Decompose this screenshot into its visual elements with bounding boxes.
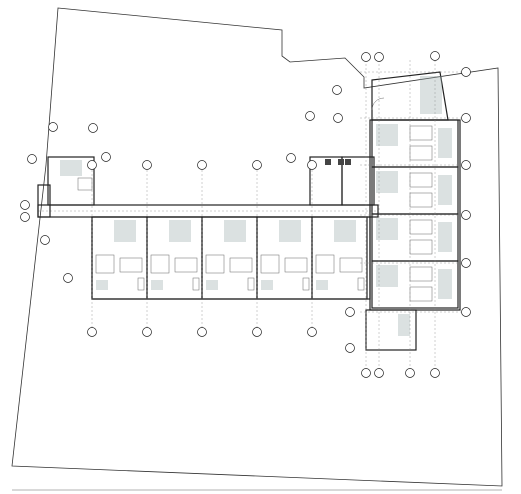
south-room-bed bbox=[284, 257, 308, 273]
south-room-closet bbox=[302, 277, 310, 291]
grid-bubble-right bbox=[461, 160, 471, 170]
grid-bubble bbox=[20, 212, 30, 222]
grid-bubble-bottom bbox=[142, 327, 152, 337]
south-room-closet bbox=[137, 277, 145, 291]
north-room-right bbox=[341, 156, 375, 206]
south-room-bed bbox=[174, 257, 198, 273]
grid-bubble bbox=[48, 122, 58, 132]
north-room-shaft-2 bbox=[338, 159, 344, 165]
south-room-bed bbox=[150, 254, 170, 274]
north-room-shaft-1 bbox=[325, 159, 331, 165]
west-stair-block bbox=[47, 156, 95, 206]
south-room-bed bbox=[205, 254, 225, 274]
west-stair bbox=[60, 160, 82, 176]
grid-bubble-top bbox=[142, 160, 152, 170]
site-boundary bbox=[11, 7, 503, 487]
ne-door-swing bbox=[371, 97, 385, 111]
east-room-bed bbox=[409, 266, 433, 282]
grid-lines bbox=[91, 60, 462, 370]
grid-bubble-right bbox=[461, 258, 471, 268]
grid-bubble bbox=[88, 123, 98, 133]
grid-bubble-top bbox=[307, 160, 317, 170]
grid-bubble bbox=[332, 85, 342, 95]
west-lift bbox=[77, 177, 93, 191]
grid-bubble-bottom bbox=[307, 327, 317, 337]
south-room-bed bbox=[339, 257, 363, 273]
east-room-bed bbox=[409, 286, 433, 302]
grid-bubble-bottom bbox=[197, 327, 207, 337]
south-room-balcony bbox=[96, 280, 108, 290]
east-room-bath bbox=[376, 124, 398, 146]
south-room-bed bbox=[229, 257, 253, 273]
grid-bubble-bottom bbox=[252, 327, 262, 337]
ne-stair-tower bbox=[371, 71, 449, 121]
east-room-bed bbox=[409, 125, 433, 141]
south-room-bath bbox=[279, 220, 301, 242]
south-room-closet bbox=[247, 277, 255, 291]
south-room-balcony bbox=[316, 280, 328, 290]
grid-bubble-wing-bottom bbox=[430, 368, 440, 378]
grid-bubble-right bbox=[461, 210, 471, 220]
south-room-bed bbox=[119, 257, 143, 273]
south-room-balcony bbox=[151, 280, 163, 290]
grid-bubble-right bbox=[461, 113, 471, 123]
grid-bubble-wing-bottom bbox=[405, 368, 415, 378]
south-room-bed bbox=[315, 254, 335, 274]
grid-bubble bbox=[286, 153, 296, 163]
grid-bubble bbox=[40, 235, 50, 245]
east-room-bath bbox=[376, 265, 398, 287]
grid-bubble-top bbox=[87, 160, 97, 170]
south-room-bed bbox=[95, 254, 115, 274]
grid-bubbles bbox=[20, 51, 471, 378]
east-room-balcony bbox=[438, 222, 452, 252]
south-room-bath bbox=[224, 220, 246, 242]
east-room-bed bbox=[409, 172, 433, 188]
grid-bubble bbox=[430, 51, 440, 61]
south-rooms bbox=[91, 216, 368, 300]
grid-bubble-right bbox=[461, 307, 471, 317]
east-room-bed bbox=[409, 145, 433, 161]
south-room-closet bbox=[357, 277, 365, 291]
grid-bubble bbox=[345, 343, 355, 353]
grid-bubble bbox=[345, 307, 355, 317]
east-room bbox=[371, 260, 459, 309]
grid-bubble-wing-bottom bbox=[361, 368, 371, 378]
grid-bubble bbox=[333, 113, 343, 123]
west-entry bbox=[37, 184, 51, 218]
grid-bubble-top bbox=[197, 160, 207, 170]
grid-bubble bbox=[63, 273, 73, 283]
east-room-bed bbox=[409, 192, 433, 208]
south-room-closet bbox=[192, 277, 200, 291]
grid-bubble bbox=[374, 52, 384, 62]
east-room-bed bbox=[409, 239, 433, 255]
south-room-balcony bbox=[261, 280, 273, 290]
grid-bubble-bottom bbox=[87, 327, 97, 337]
south-room-balcony bbox=[206, 280, 218, 290]
south-room-bath bbox=[114, 220, 136, 242]
east-room-bath bbox=[376, 218, 398, 240]
east-rooms bbox=[371, 119, 459, 309]
south-room-bed bbox=[260, 254, 280, 274]
grid-bubble bbox=[101, 152, 111, 162]
east-room-bed bbox=[409, 219, 433, 235]
grid-bubble-wing-bottom bbox=[374, 368, 384, 378]
grid-bubble bbox=[20, 200, 30, 210]
se-stair bbox=[398, 314, 410, 336]
grid-bubble-top bbox=[252, 160, 262, 170]
east-room-balcony bbox=[438, 269, 452, 299]
east-room-bath bbox=[376, 171, 398, 193]
south-room-bath bbox=[334, 220, 356, 242]
grid-bubble bbox=[361, 52, 371, 62]
grid-bubble-right bbox=[461, 67, 471, 77]
south-room-bath bbox=[169, 220, 191, 242]
east-room-balcony bbox=[438, 128, 452, 158]
ne-stair bbox=[420, 76, 442, 114]
north-room-shaft-3 bbox=[345, 159, 351, 165]
grid-bubble bbox=[305, 111, 315, 121]
grid-bubble bbox=[27, 154, 37, 164]
east-room-balcony bbox=[438, 175, 452, 205]
